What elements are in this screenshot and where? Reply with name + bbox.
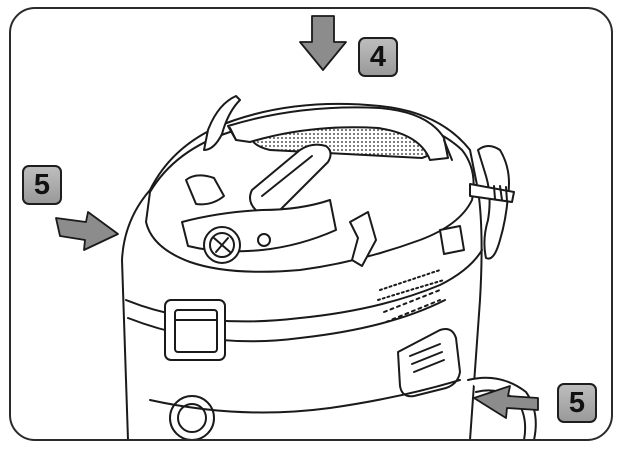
callout-step-5-left: 5: [22, 165, 62, 205]
left-arrow-icon: [473, 385, 539, 419]
down-arrow-icon: [299, 15, 347, 71]
callout-step-4: 4: [358, 37, 398, 77]
diagram-frame: [9, 7, 613, 441]
right-latch: [477, 145, 510, 260]
indicator-light: [257, 233, 271, 247]
hose-inlet: [169, 395, 215, 439]
left-latch: [203, 95, 241, 151]
center-grip: [249, 143, 332, 216]
side-clip: [349, 211, 377, 267]
carry-handle: [227, 106, 449, 161]
right-arrow-icon: [55, 211, 119, 251]
callout-step-5-right: 5: [557, 383, 597, 423]
